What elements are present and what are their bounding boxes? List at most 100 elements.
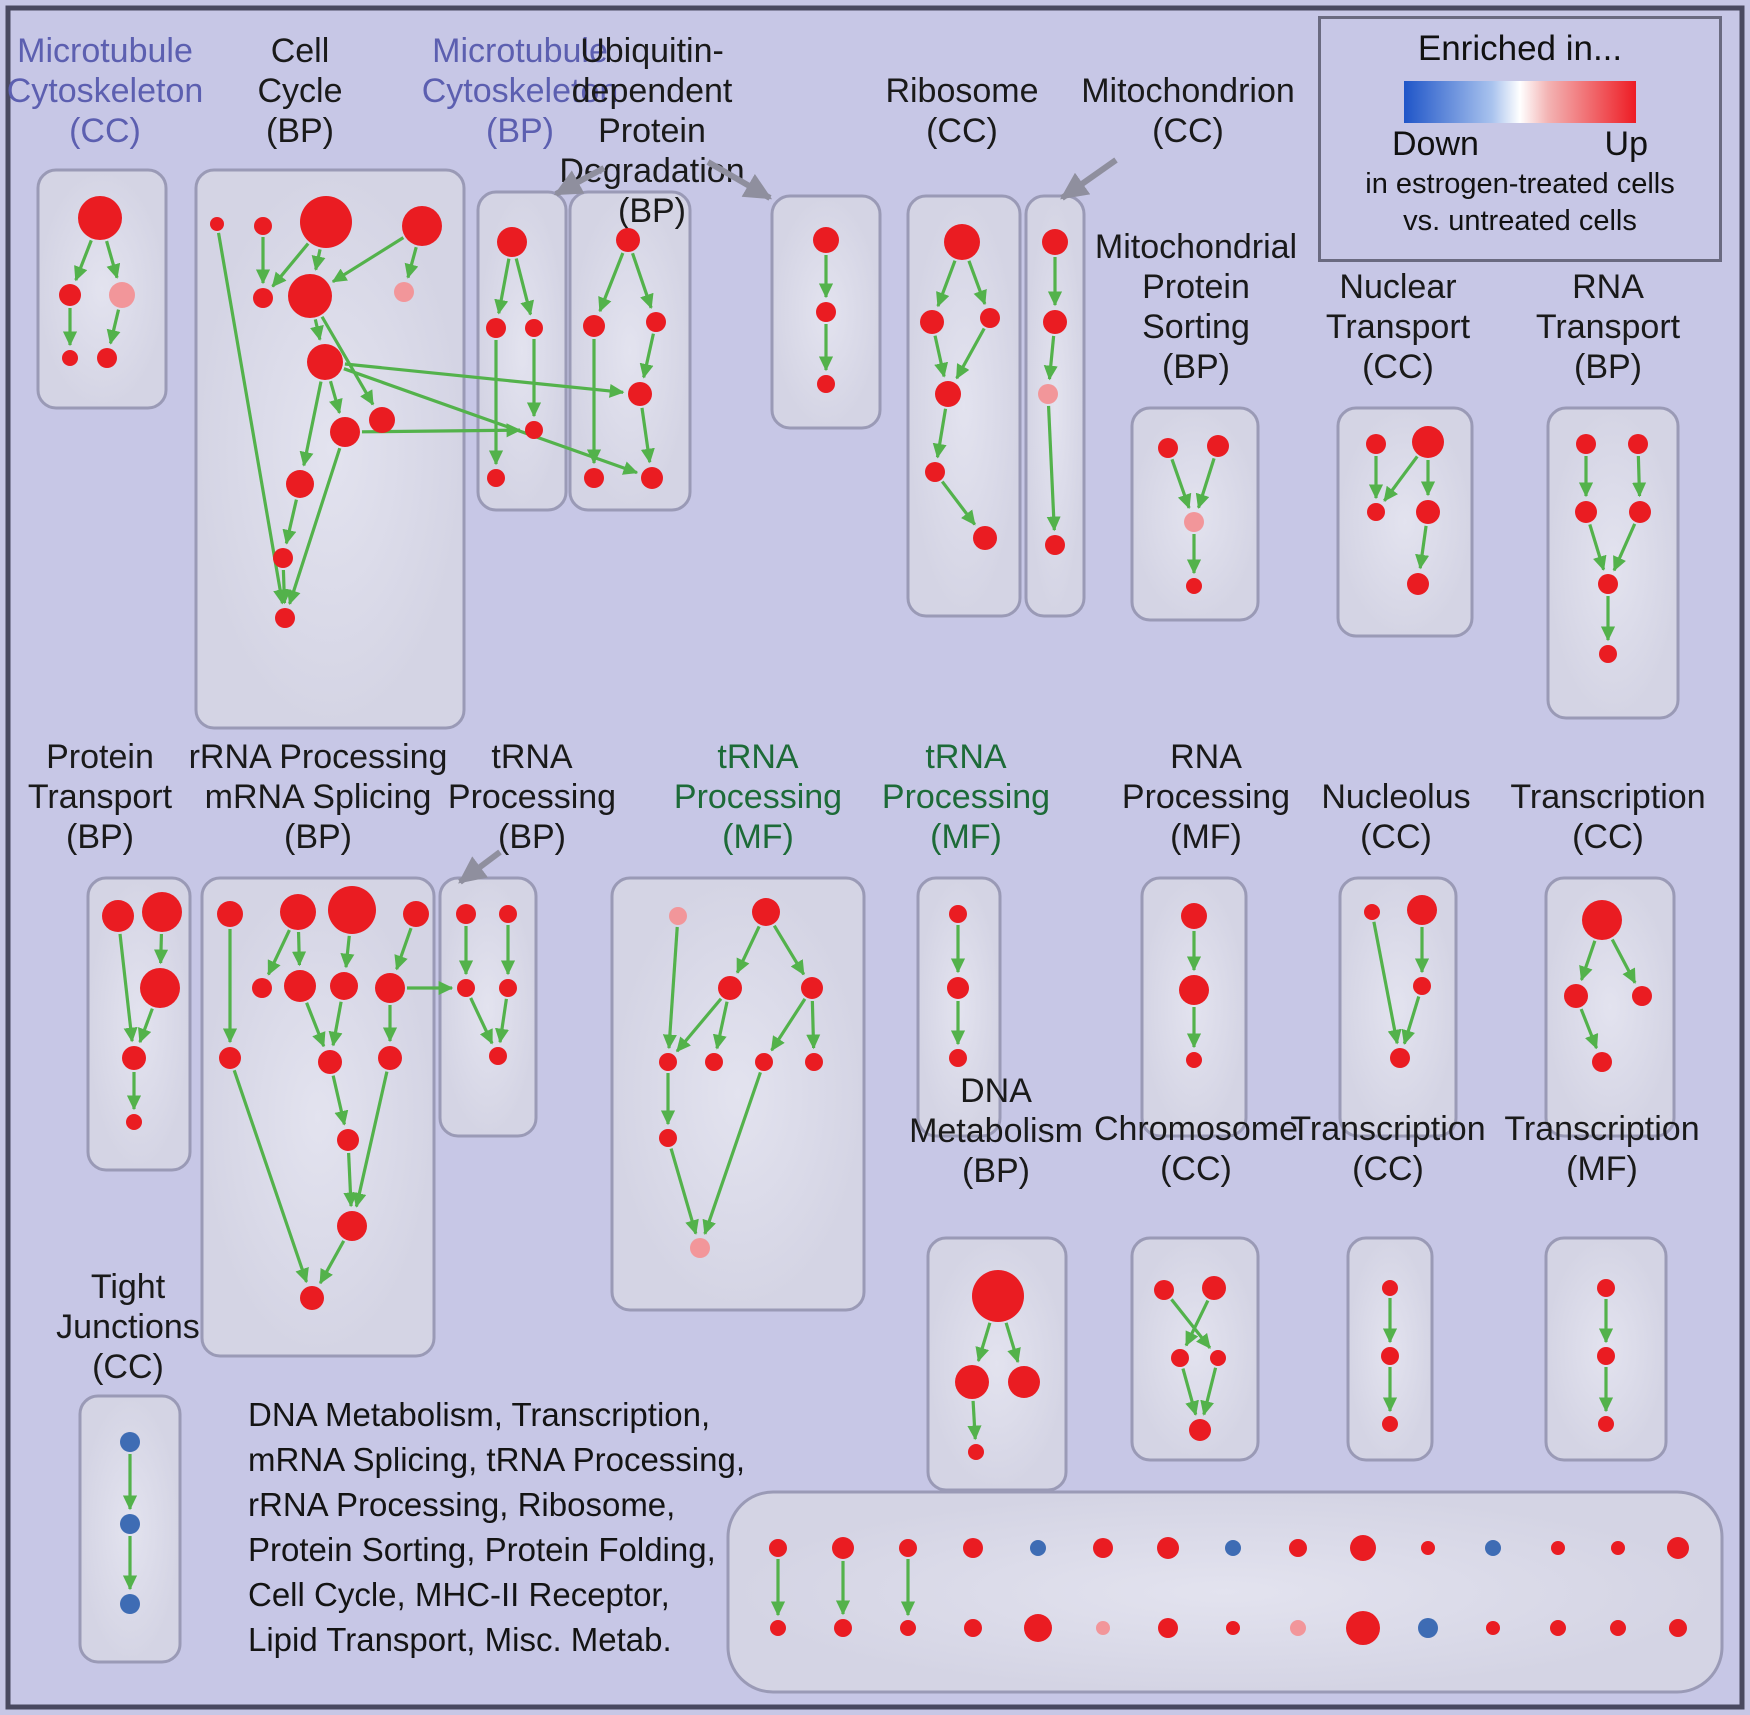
edge-arrow — [675, 997, 723, 1053]
group-label-transcription-cc-2: (CC) — [1352, 1150, 1424, 1188]
edge-arrow — [1610, 938, 1637, 984]
node-misc-clusters — [1158, 1618, 1178, 1638]
node-misc-clusters — [1226, 1621, 1240, 1635]
node-misc-clusters — [1030, 1540, 1046, 1556]
node-trna-processing-mf-1 — [669, 907, 687, 925]
group-label-trna-processing-bp: Processing — [448, 778, 616, 816]
node-misc-clusters — [1611, 1541, 1625, 1555]
group-boxes-layer — [36, 168, 1724, 1694]
label-pointer-arrow — [1060, 157, 1118, 201]
group-box-ribosome-cc — [906, 194, 1022, 618]
edge-arrow — [266, 929, 291, 976]
group-box-dna-metabolism-bp — [926, 1236, 1068, 1492]
group-label-rna-processing-mf: (MF) — [1170, 818, 1242, 856]
edge-arrow — [631, 252, 654, 310]
node-microtubule-cc — [109, 282, 135, 308]
node-rrna-mrna-bp — [284, 970, 316, 1002]
node-ubiquitin-bp — [641, 467, 663, 489]
group-box-trna-processing-bp — [438, 876, 538, 1138]
node-tight-junctions-cc — [120, 1432, 140, 1452]
node-rna-processing-mf — [1179, 975, 1209, 1005]
group-label-transcription-mf: (MF) — [1566, 1150, 1638, 1188]
group-label-ubiquitin-bp: Protein — [598, 112, 706, 150]
node-protein-transport-bp — [102, 900, 134, 932]
legend-up-label: Up — [1604, 125, 1648, 163]
node-rna-transport-bp — [1628, 434, 1648, 454]
edge-arrow — [669, 1148, 699, 1235]
node-mitochondrion-cc — [1042, 229, 1068, 255]
label-pointer-arrow — [706, 159, 773, 201]
edge-arrow — [328, 380, 343, 415]
group-label-mitochondrion-cc: (CC) — [1152, 112, 1224, 150]
node-nuclear-transport-cc — [1416, 500, 1440, 524]
node-ribosome-cc — [920, 310, 944, 334]
edge-arrow — [153, 933, 169, 965]
node-cell-cycle-bp — [394, 282, 414, 302]
group-box-rrna-mrna-bp — [200, 876, 436, 1358]
edge-arrow — [735, 925, 761, 974]
node-microtubule-cc — [62, 350, 78, 366]
edge-arrow — [1579, 940, 1597, 982]
node-microtubule-bp — [525, 421, 543, 439]
node-transcription-cc-1 — [1564, 984, 1588, 1008]
node-nuclear-transport-cc — [1412, 426, 1444, 458]
node-nucleolus-cc — [1364, 904, 1380, 920]
node-transcription-mf — [1597, 1279, 1615, 1297]
node-chromosome-cc — [1189, 1419, 1211, 1441]
edge-arrow — [772, 924, 806, 976]
legend-gradient-bar — [1404, 81, 1636, 123]
node-rrna-mrna-bp — [375, 973, 405, 1003]
node-transcription-mf — [1598, 1416, 1614, 1432]
node-mito-protein-sorting-bp — [1158, 438, 1178, 458]
node-microtubule-bp — [487, 469, 505, 487]
edge-arrow — [1046, 405, 1061, 532]
node-misc-clusters — [1093, 1538, 1113, 1558]
node-trna-processing-mf-1 — [801, 977, 823, 999]
group-box-misc-clusters — [726, 1490, 1724, 1694]
node-trna-processing-bp — [456, 904, 476, 924]
edge-arrow — [955, 327, 986, 380]
node-misc-clusters — [1289, 1539, 1307, 1557]
node-rrna-mrna-bp — [318, 1050, 342, 1074]
group-label-rna-transport-bp: Transport — [1536, 308, 1681, 346]
group-box-nucleolus-cc — [1338, 876, 1458, 1138]
node-chromosome-cc — [1154, 1280, 1174, 1300]
node-mitochondrion-cc — [1043, 310, 1067, 334]
group-label-trna-processing-mf-1: (MF) — [722, 818, 794, 856]
group-box-trna-processing-mf-1 — [610, 876, 866, 1312]
group-label-mito-protein-sorting-bp: Sorting — [1142, 308, 1250, 346]
group-label-protein-transport-bp: Transport — [28, 778, 173, 816]
node-microtubule-bp — [525, 319, 543, 337]
group-box-microtubule-cc — [36, 168, 168, 410]
edge-arrow — [806, 1000, 821, 1050]
node-misc-clusters — [1421, 1541, 1435, 1555]
group-box-cell-cycle-bp — [194, 168, 466, 730]
group-label-nucleolus-cc: (CC) — [1360, 818, 1432, 856]
node-cell-cycle-bp — [210, 217, 224, 231]
node-ubiquitin-bp-2 — [817, 375, 835, 393]
edge-arrow — [1372, 921, 1402, 1045]
node-trna-processing-mf-1 — [659, 1129, 677, 1147]
group-label-trna-processing-bp: tRNA — [491, 738, 573, 776]
annotation-line-2: mRNA Splicing, tRNA Processing, — [248, 1441, 746, 1478]
annotation-line-3: rRNA Processing, Ribosome, — [248, 1486, 676, 1523]
group-label-mitochondrion-cc: Mitochondrion — [1081, 72, 1295, 110]
edge-arrow — [361, 423, 522, 438]
legend-subtitle-line1: in estrogen-treated cells — [1365, 168, 1675, 200]
annotation-line-5: Cell Cycle, MHC-II Receptor, — [248, 1576, 670, 1613]
legend-down-label: Down — [1392, 125, 1479, 163]
group-box-ubiquitin-bp — [568, 190, 692, 512]
node-rrna-mrna-bp — [300, 1286, 324, 1310]
group-label-microtubule-bp: Microtubule — [432, 32, 608, 70]
node-misc-clusters — [1667, 1537, 1689, 1559]
edge-arrow — [328, 1001, 343, 1047]
node-misc-clusters — [899, 1539, 917, 1557]
edge-arrow — [343, 367, 639, 475]
edge-arrow — [932, 408, 948, 459]
node-rrna-mrna-bp — [330, 972, 358, 1000]
group-label-protein-transport-bp: Protein — [46, 738, 154, 776]
edge-arrow — [105, 240, 121, 279]
edge-arrow — [318, 1240, 346, 1285]
node-misc-clusters — [963, 1538, 983, 1558]
edge-arrow — [1415, 525, 1430, 570]
